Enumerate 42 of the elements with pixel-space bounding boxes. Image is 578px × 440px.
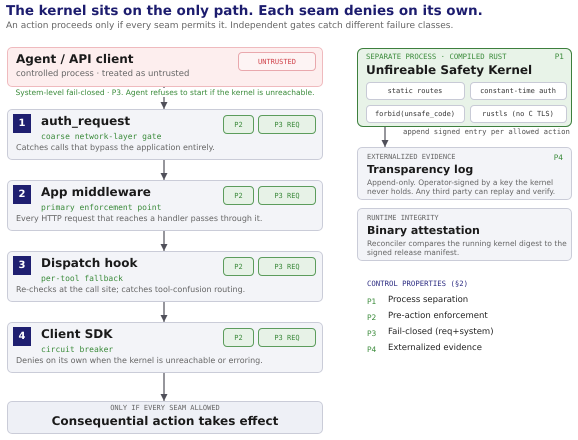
diagram-subtitle: An action proceeds only if every seam permits it. Independent gates catch different failure classes. <box>6 21 454 32</box>
gate-card <box>7 109 323 160</box>
property-name: Externalized evidence <box>388 343 482 354</box>
step-number: 2 <box>13 185 31 204</box>
diagram-title: The kernel sits on the only path. Each seam denies on its own. <box>6 3 483 20</box>
step-number: 1 <box>13 114 31 133</box>
gate-role: primary enforcement point <box>41 203 162 212</box>
arrow <box>160 231 168 251</box>
step-number: 4 <box>13 327 31 346</box>
property-name: Process separation <box>388 295 468 306</box>
card-description: Every HTTP request that reaches a handler passes through it. <box>16 214 262 224</box>
card-title: Binary attestation <box>367 224 480 238</box>
gate-card <box>7 322 323 373</box>
arrow <box>160 373 168 401</box>
outcome-card <box>7 401 323 434</box>
gate-card <box>7 251 323 302</box>
card-title: App middleware <box>41 185 151 200</box>
card-title: Consequential action takes effect <box>50 414 280 428</box>
gate-role: circuit breaker <box>41 345 114 354</box>
gate-card <box>7 180 323 231</box>
client-card <box>7 47 323 87</box>
evidence-card <box>357 147 572 200</box>
kernel-panel <box>357 48 572 127</box>
gate-role: per-tool fallback <box>41 274 123 283</box>
card-title: auth_request <box>41 114 130 128</box>
property-name: Fail-closed (req+system) <box>388 327 494 338</box>
card-description: Denies on its own when the kernel is unreachable or erroring. <box>16 356 263 366</box>
card-title: Agent / API client <box>16 52 134 66</box>
card-title: Unfireable Safety Kernel <box>366 63 532 78</box>
step-number: 3 <box>13 256 31 275</box>
evidence-card <box>357 208 572 261</box>
card-title: Client SDK <box>41 327 113 342</box>
card-description: Catches calls that bypass the application entirely. <box>16 143 215 153</box>
card-title: Transparency log <box>367 163 474 176</box>
card-subtitle: controlled process · treated as untrusted <box>16 69 190 80</box>
arrow <box>160 302 168 322</box>
card-description: Re-checks at the call site; catches tool-confusion routing. <box>16 285 246 295</box>
gate-role: coarse network-layer gate <box>41 132 162 141</box>
arrow <box>381 127 389 147</box>
property-name: Pre-action enforcement <box>388 311 488 322</box>
card-title: Dispatch hook <box>41 256 138 270</box>
arrow <box>160 160 168 180</box>
